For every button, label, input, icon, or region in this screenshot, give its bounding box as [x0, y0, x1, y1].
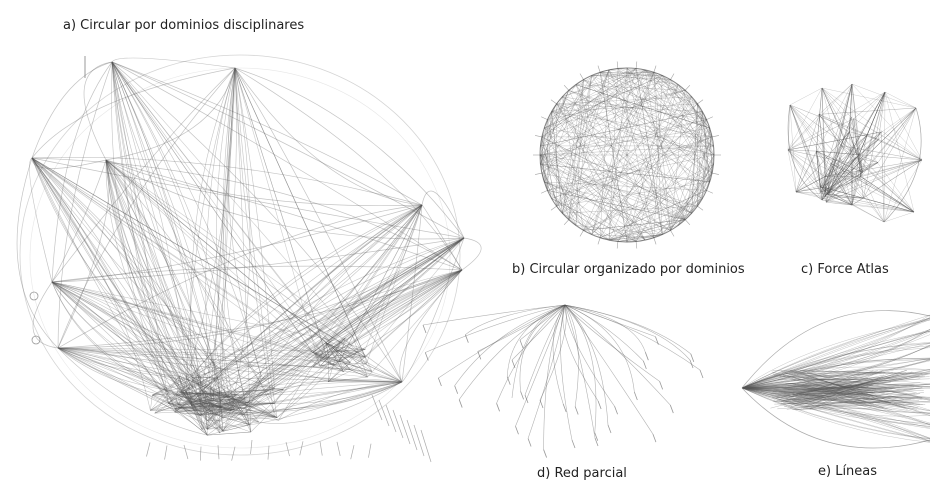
panel-e-title: e) Líneas [818, 464, 878, 479]
network-panel-e [741, 310, 931, 449]
network-panel-b [533, 61, 721, 249]
network-panel-a [16, 54, 482, 463]
panel-d-title: d) Red parcial [537, 466, 627, 481]
panel-c-title: c) Force Atlas [801, 262, 889, 277]
panel-a-title: a) Circular por dominios disciplinares [63, 18, 305, 33]
panel-b-title: b) Circular organizado por dominios [512, 262, 745, 277]
network-panel-c [787, 83, 923, 223]
network-panel-d [422, 304, 704, 458]
